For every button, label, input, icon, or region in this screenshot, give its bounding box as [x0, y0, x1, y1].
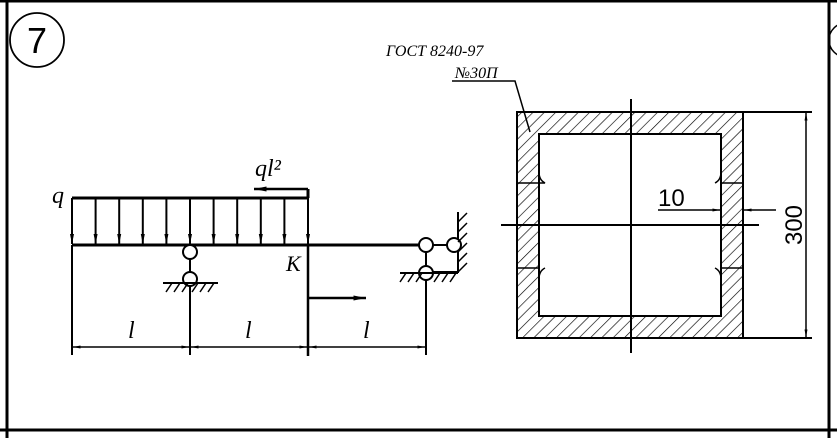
- load-q-label: q: [52, 183, 64, 209]
- moment-label: ql²: [255, 156, 282, 182]
- span-label-2: l: [245, 318, 252, 344]
- pin-support-right: [399, 212, 468, 283]
- thickness-dimension: 10: [658, 185, 685, 212]
- problem-number: 7: [27, 20, 47, 61]
- profile-label: №30П: [454, 65, 499, 82]
- point-k-label: K: [285, 251, 302, 276]
- span-label-1: l: [128, 318, 135, 344]
- leader-line: [452, 80, 531, 133]
- span-label-3: l: [363, 318, 370, 344]
- span-dimensions: [71, 245, 427, 355]
- section-dimensions: [658, 111, 812, 339]
- problem-number-badge: 7: [9, 12, 65, 68]
- height-dimension: 300: [781, 205, 808, 245]
- standard-label: ГОСТ 8240-97: [385, 43, 484, 60]
- next-problem-circle: [828, 24, 837, 56]
- pin-support-middle: [163, 244, 218, 293]
- cross-section: [501, 99, 759, 353]
- beam: [70, 186, 419, 356]
